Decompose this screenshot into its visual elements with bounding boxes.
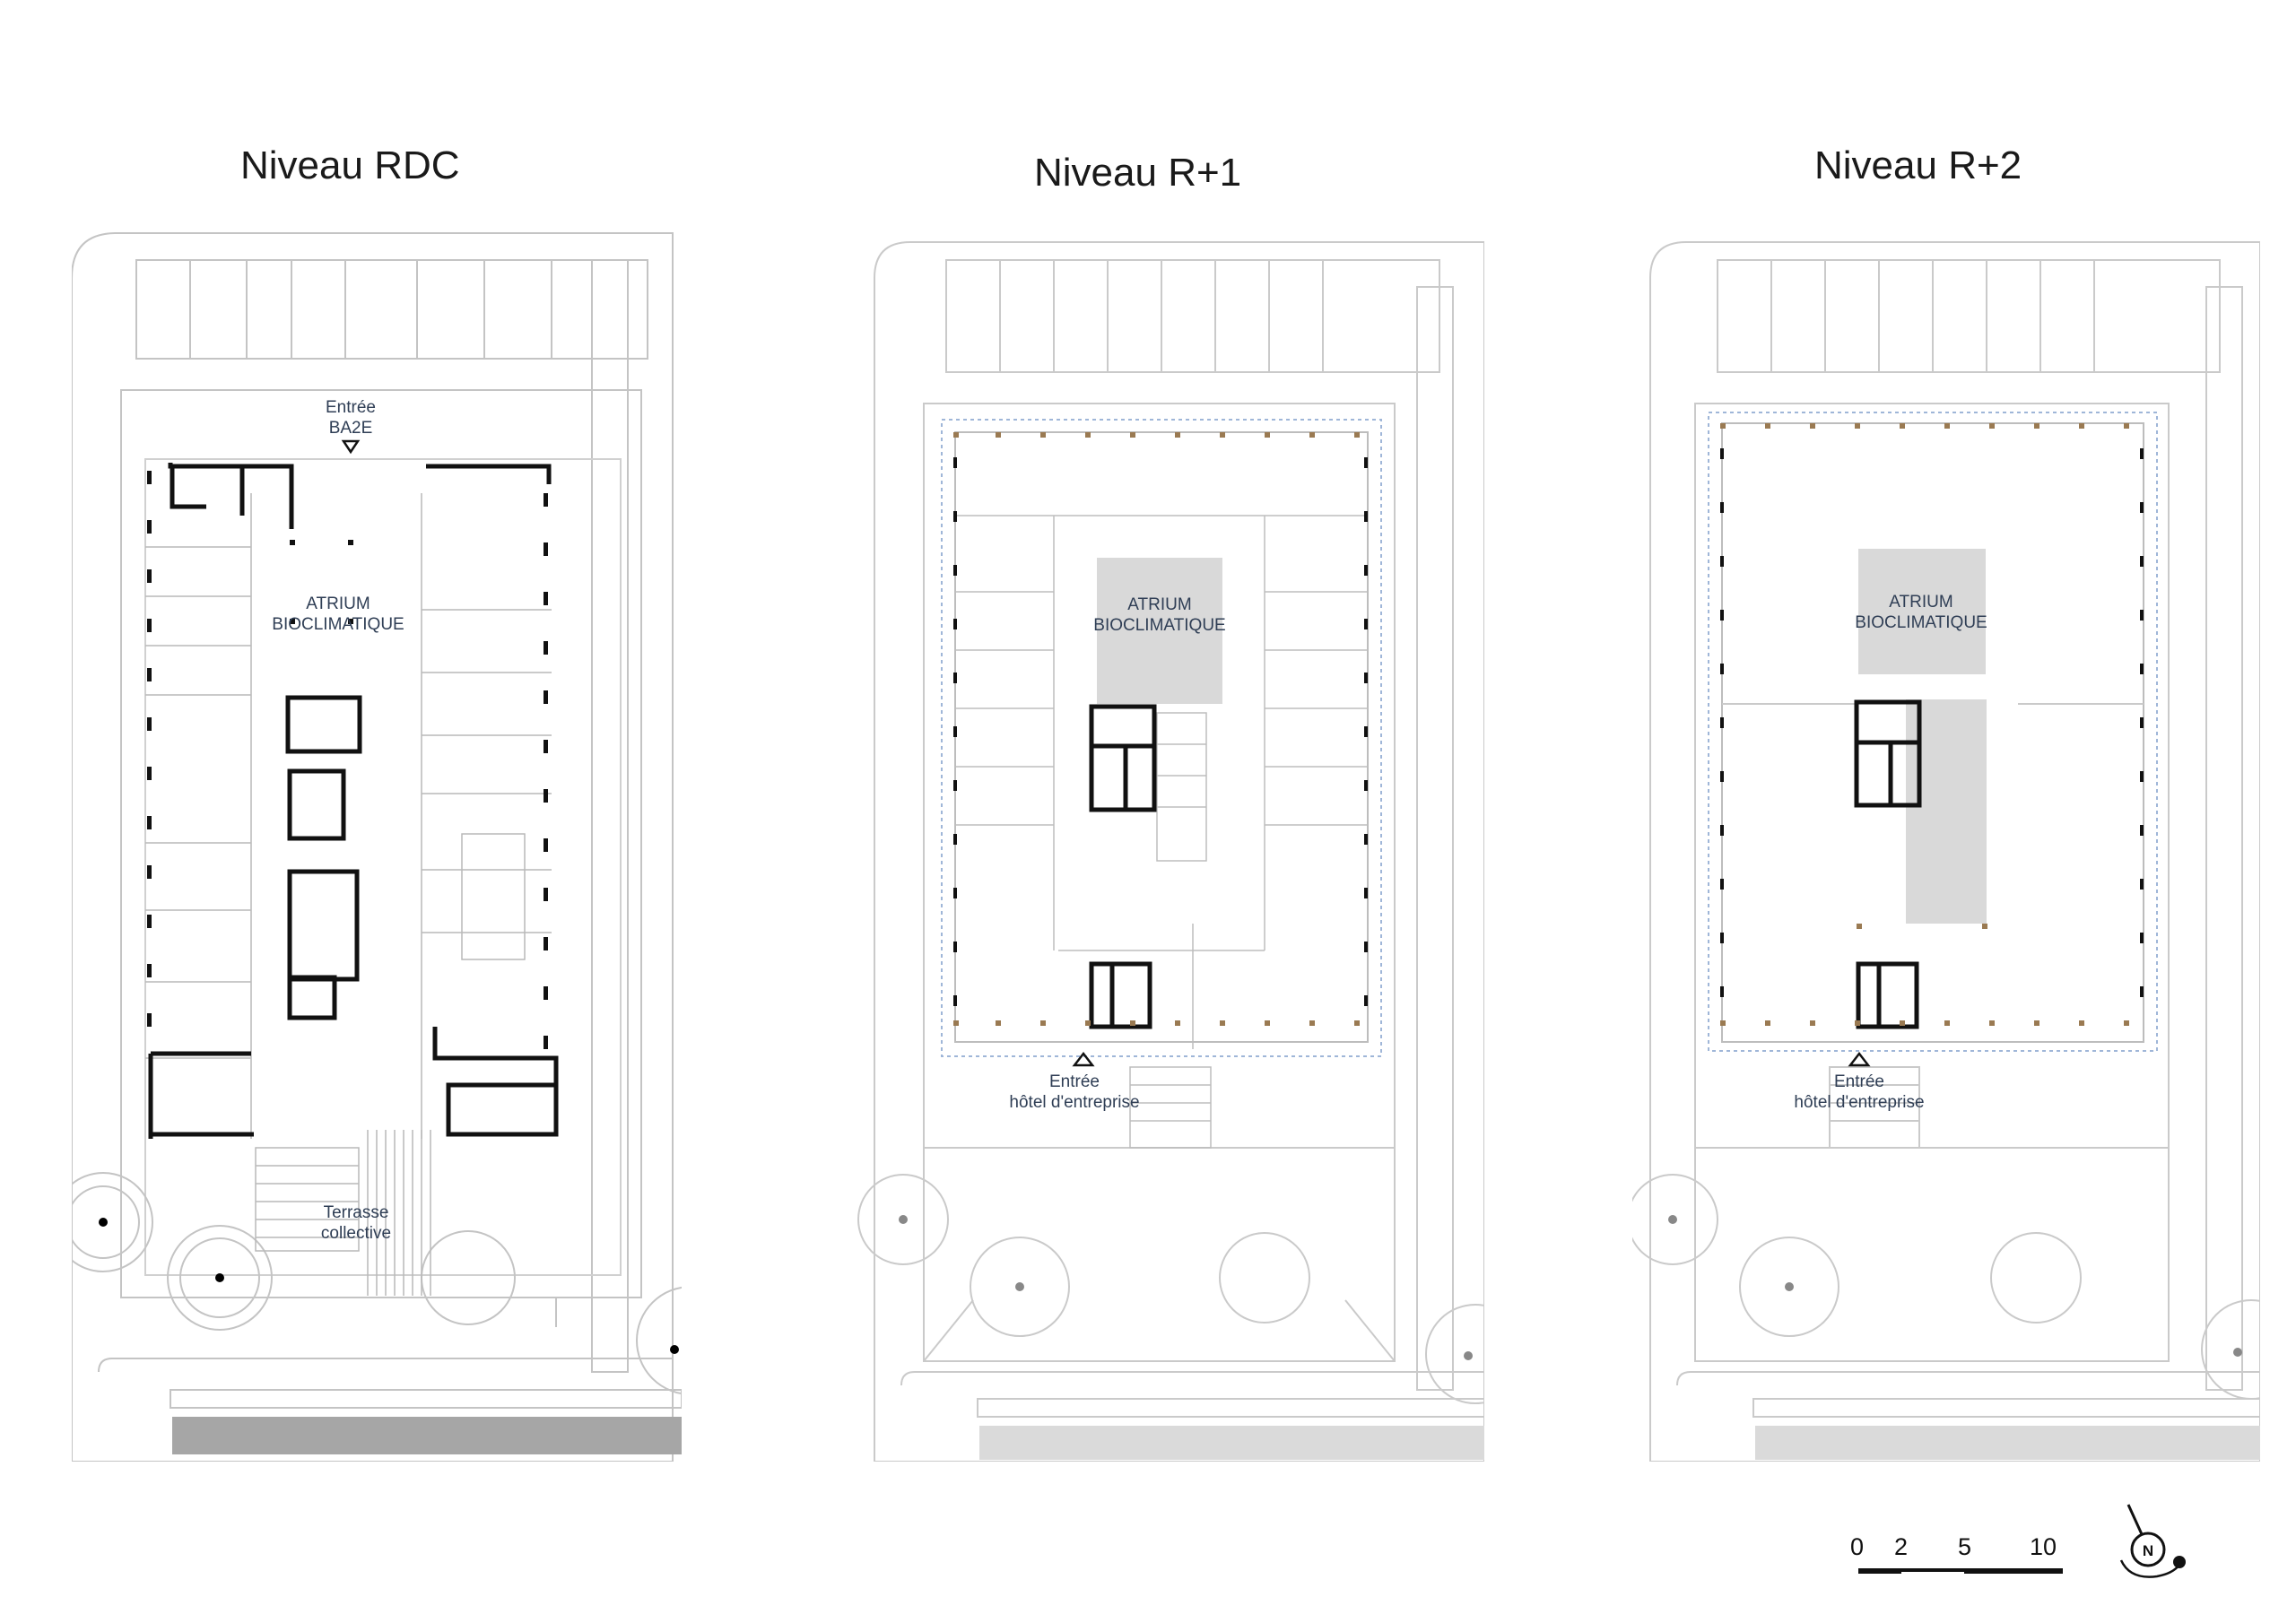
scale-tick-10: 10 [2030,1533,2057,1560]
entrance-label-rdc-1: Entrée [326,398,376,417]
entrance-label-rdc-2: BA2E [329,419,373,438]
atrium-label-r1-1: ATRIUM [1127,595,1191,614]
scale-tick-2: 2 [1894,1533,1909,1560]
plan-title-r1: Niveau R+1 [1034,151,1242,195]
entrance-label-r1-1: Entrée [1049,1072,1100,1091]
terrace-label-2: collective [321,1224,391,1243]
scale-bar: 0 2 5 10 [1848,1533,2081,1587]
floor-plan-rdc: Entrée BA2E ATRIUM BIOCLIMATIQUE Terrass… [72,224,682,1462]
floor-plan-r2: ATRIUM BIOCLIMATIQUE Entrée hôtel d'entr… [1632,224,2260,1462]
plan-title-r2: Niveau R+2 [1814,143,2022,187]
atrium-label-r2-1: ATRIUM [1889,593,1952,612]
atrium-label-r2-2: BIOCLIMATIQUE [1855,613,1987,632]
scale-tick-5: 5 [1958,1533,1972,1560]
scale-tick-0: 0 [1850,1533,1865,1560]
plan-title-rdc: Niveau RDC [240,143,460,187]
entrance-label-r2-2: hôtel d'entreprise [1794,1093,1924,1112]
atrium-label-r1-2: BIOCLIMATIQUE [1093,616,1225,635]
entrance-label-r1-2: hôtel d'entreprise [1009,1093,1139,1112]
north-arrow-icon: N [2112,1497,2193,1587]
atrium-label-rdc-2: BIOCLIMATIQUE [272,615,404,634]
north-letter: N [2143,1542,2153,1559]
entrance-label-r2-1: Entrée [1834,1072,1884,1091]
atrium-label-rdc-1: ATRIUM [306,595,370,613]
floor-plan-r1: ATRIUM BIOCLIMATIQUE Entrée hôtel d'entr… [857,224,1484,1462]
terrace-label-1: Terrasse [324,1203,389,1222]
